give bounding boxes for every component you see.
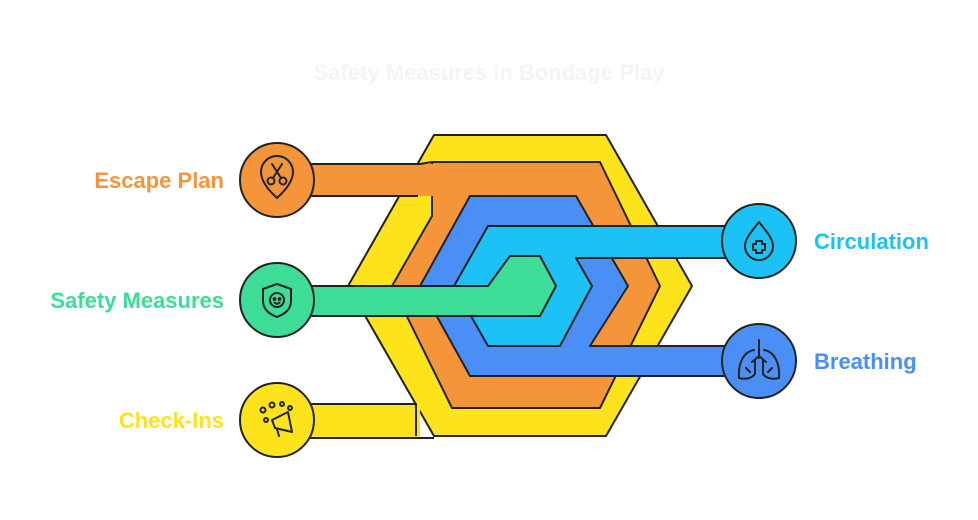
safety-measures-circle bbox=[239, 262, 315, 338]
safety-measures-shape bbox=[269, 255, 557, 317]
breathing-label: Breathing bbox=[814, 349, 917, 374]
shield-face-icon bbox=[262, 283, 292, 318]
blood-drop-cross-icon bbox=[744, 221, 774, 261]
check-ins-circle bbox=[239, 382, 315, 458]
escape-plan-circle bbox=[239, 142, 315, 218]
circulation-label: Circulation bbox=[814, 229, 929, 254]
safety-measures-label: Safety Measures bbox=[50, 288, 224, 313]
check-ins-label: Check-Ins bbox=[118, 408, 224, 433]
diagram-title: Safety Measures in Bondage Play bbox=[313, 60, 665, 85]
scissors-icon bbox=[260, 155, 294, 199]
megaphone-icon bbox=[259, 401, 293, 437]
escape-plan-label: Escape Plan bbox=[94, 168, 224, 193]
breathing-circle bbox=[721, 323, 797, 399]
lungs-icon bbox=[737, 339, 781, 380]
